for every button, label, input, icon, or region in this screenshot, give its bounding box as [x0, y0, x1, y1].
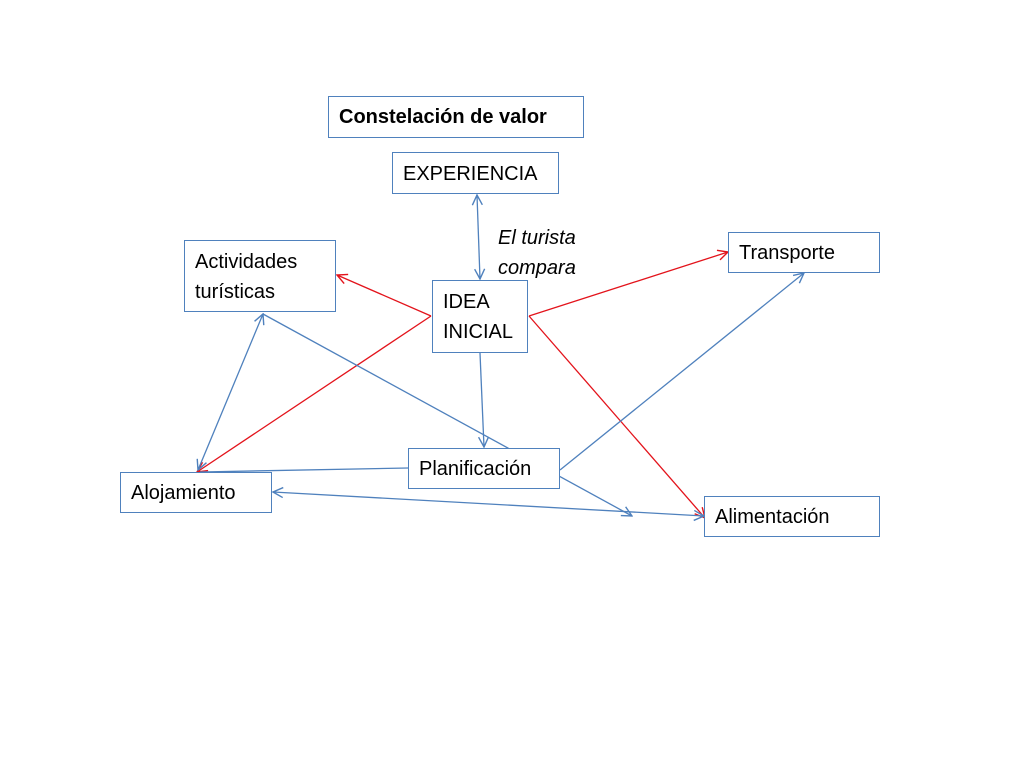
node-alojamiento-label: Alojamiento [131, 482, 236, 504]
node-idea-inicial-line-2: INICIAL [443, 321, 514, 343]
edge-alojamiento-to-alimentacion [273, 492, 704, 516]
edge-idea-inicial-to-planificacion [480, 352, 484, 447]
node-alimentacion: Alimentación [704, 496, 880, 537]
node-alojamiento: Alojamiento [120, 472, 272, 513]
edge-actividades-to-alimentacion [262, 313, 632, 516]
note-line-2: compara [498, 257, 576, 279]
node-planificacion-label: Planificación [419, 458, 532, 480]
edge-idea-inicial-to-alojamiento [197, 315, 432, 472]
node-actividades-line-1: Actividades [195, 251, 298, 273]
node-transporte-label: Transporte [739, 242, 835, 264]
note-el-turista-compara: El turista compara [498, 223, 576, 283]
title-text: Constelación de valor [339, 106, 547, 128]
edge-planificacion-to-transporte [559, 273, 804, 471]
node-idea-inicial: IDEA INICIAL [432, 280, 528, 353]
edge-actividades-to-alojamiento [198, 314, 263, 470]
node-actividades-turisticas: Actividades turísticas [184, 240, 336, 312]
node-alimentacion-label: Alimentación [715, 506, 830, 528]
note-line-1: El turista [498, 227, 576, 249]
node-experiencia-label: EXPERIENCIA [403, 163, 538, 185]
title-box: Constelación de valor [328, 96, 584, 138]
edge-idea-inicial-to-alimentacion [528, 315, 705, 518]
node-actividades-line-2: turísticas [195, 281, 276, 303]
node-idea-inicial-line-1: IDEA [443, 291, 490, 313]
edge-planificacion-to-alojamiento [199, 467, 409, 473]
node-planificacion: Planificación [408, 448, 560, 489]
node-transporte: Transporte [728, 232, 880, 273]
edge-idea-inicial-to-transporte [528, 252, 728, 317]
edge-experiencia-to-idea-inicial [477, 195, 480, 279]
edge-idea-inicial-to-actividades [337, 275, 432, 317]
node-experiencia: EXPERIENCIA [392, 152, 559, 194]
